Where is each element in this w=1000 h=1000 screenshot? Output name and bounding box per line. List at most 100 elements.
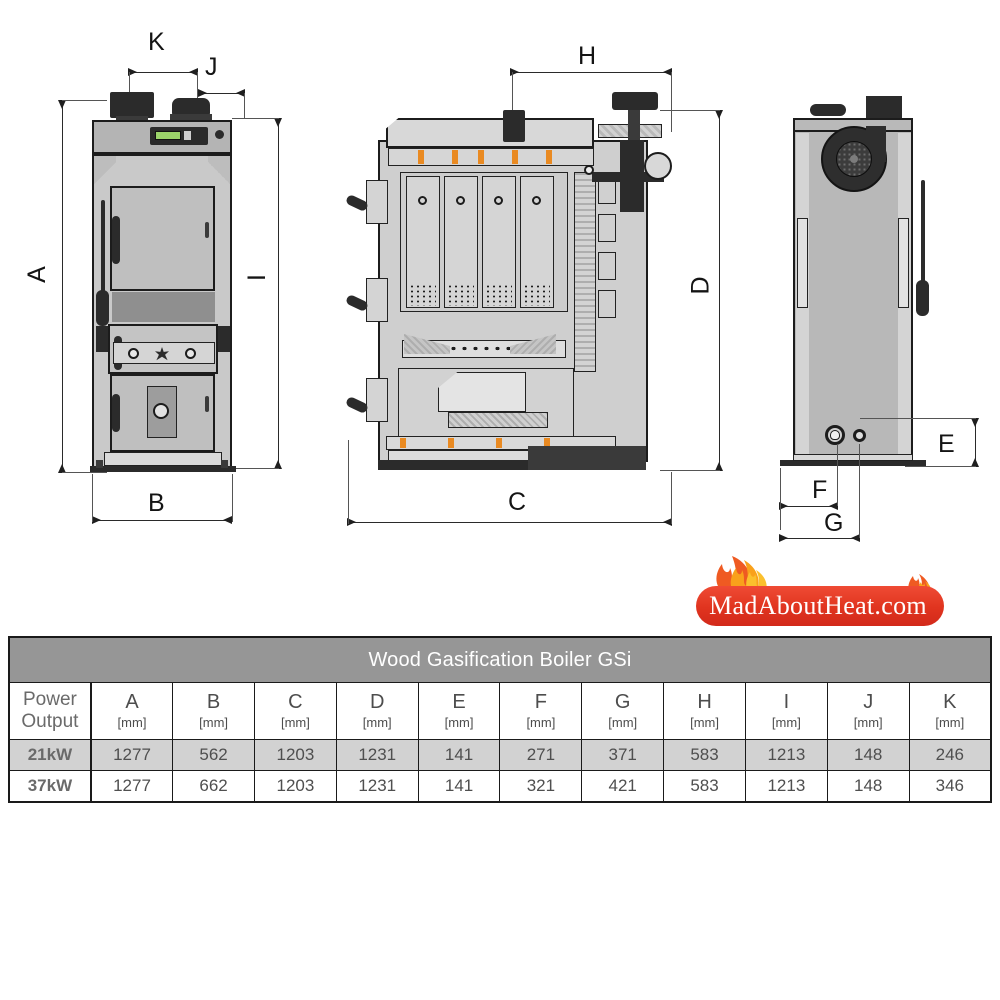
front-lower-door-handle[interactable] [112,394,120,432]
table-title-row: Wood Gasification Boiler GSi [8,637,992,683]
table-row: 37kW 1277 662 1203 1231 141 321 421 583 … [8,770,992,803]
cell-37kw-F: 321 [499,770,583,803]
column-header-J: J [mm] [826,682,910,740]
ext-line-H-right [671,72,672,132]
column-unit-E: [mm] [444,715,474,730]
cell-21kw-D: 1231 [335,739,419,771]
cell-perforation [485,284,512,306]
cell-37kw-J: 148 [826,770,910,803]
section-base-plinth [378,460,646,470]
column-header-C: C [mm] [253,682,337,740]
dim-arrow-K-right [189,68,198,76]
ext-line-J-right [244,93,245,119]
rear-lever-grip[interactable] [916,280,929,316]
dimension-label-G: G [824,509,844,537]
column-unit-C: [mm] [280,715,310,730]
front-mid-band [112,292,215,322]
section-flue-outlet [503,110,525,142]
rear-flow-inner [830,430,840,440]
table-header-row: Power Output A [mm] B [mm] C [mm] D [mm] [8,682,992,740]
dim-arrow-D-top [715,110,723,119]
dim-line-B [92,520,232,521]
control-knob[interactable] [184,131,191,140]
front-ash-knob[interactable] [153,403,169,419]
column-unit-I: [mm] [771,715,801,730]
insulation-marker [448,438,454,448]
rear-lever-rod [921,180,925,290]
dim-arrow-K-left [128,68,137,76]
dim-line-F [780,506,838,507]
dim-arrow-J-right [236,89,245,97]
cell-21kw-G: 371 [581,739,665,771]
front-foot-right [221,460,228,468]
ext-line-B-left [92,474,93,522]
dimension-label-F: F [812,476,828,504]
section-hatch-hatching [448,412,548,428]
ext-line-K-right [197,72,198,112]
section-refractory-block [438,372,526,412]
control-button[interactable] [215,130,224,139]
dim-arrow-G-left [779,534,788,542]
logo-pill [696,586,944,626]
dim-arrow-E-bottom [971,458,979,467]
rear-panel-right [898,218,909,308]
column-header-A: A [mm] [90,682,174,740]
front-side-lever-rod [101,200,105,300]
column-letter-I: I [783,691,790,713]
front-upper-door-handle[interactable] [112,216,120,264]
column-letter-C: C [288,691,303,713]
specifications-table: Wood Gasification Boiler GSi Power Outpu… [8,636,992,803]
column-header-D: D [mm] [335,682,419,740]
ext-line-D-top [660,110,720,111]
dim-arrow-C-right [663,518,672,526]
dimension-label-K: K [148,28,165,56]
cell-21kw-I: 1213 [744,739,828,771]
dim-arrow-C-left [347,518,356,526]
column-letter-A: A [125,691,139,713]
column-unit-K: [mm] [935,715,965,730]
dim-line-K [128,72,198,73]
cell-21kw-F: 271 [499,739,583,771]
front-bevel-right [208,156,230,190]
front-foot-left [96,460,103,468]
column-letter-D: D [370,691,385,713]
insulation-marker [478,150,484,164]
ext-line-I-top [232,118,279,119]
column-unit-A: [mm] [117,715,147,730]
control-display[interactable] [155,131,181,140]
front-upper-door[interactable] [110,186,215,291]
rear-handle[interactable] [810,104,846,116]
front-base-drawer [104,452,222,466]
dim-arrow-G-right [851,534,860,542]
dim-arrow-A-bottom [58,464,66,473]
dim-line-G [780,538,860,539]
dim-arrow-A-top [58,100,66,109]
ext-line-I-bottom [232,468,279,469]
front-lower-door-latch [205,396,209,412]
front-handle-top [172,98,210,116]
ext-line-D-bottom [660,470,720,471]
column-unit-D: [mm] [362,715,392,730]
section-flue-insert [598,290,616,318]
dimension-label-I: I [242,274,271,281]
column-unit-B: [mm] [199,715,229,730]
section-flue-channel [574,172,596,372]
dim-arrow-H-right [663,68,672,76]
cell-21kw-E: 141 [417,739,501,771]
cell-perforation [523,284,550,306]
front-side-lever-grip[interactable] [96,290,109,326]
column-header-power-output: Power Output [8,682,92,740]
ext-line-E-top [860,418,976,419]
rear-base-plinth [780,460,926,466]
damper-lever-knob[interactable] [612,92,658,110]
section-top-hood [386,118,594,148]
dim-arrow-I-bottom [274,460,282,469]
ext-line-G-right [859,444,860,538]
dim-arrow-H-left [510,68,519,76]
front-handle-base [170,114,212,122]
ext-line-B-right [232,474,233,522]
section-door-middle [366,278,388,322]
rear-sensor-connection [853,429,866,442]
front-port-right [185,348,196,359]
front-base-plinth [90,466,236,472]
